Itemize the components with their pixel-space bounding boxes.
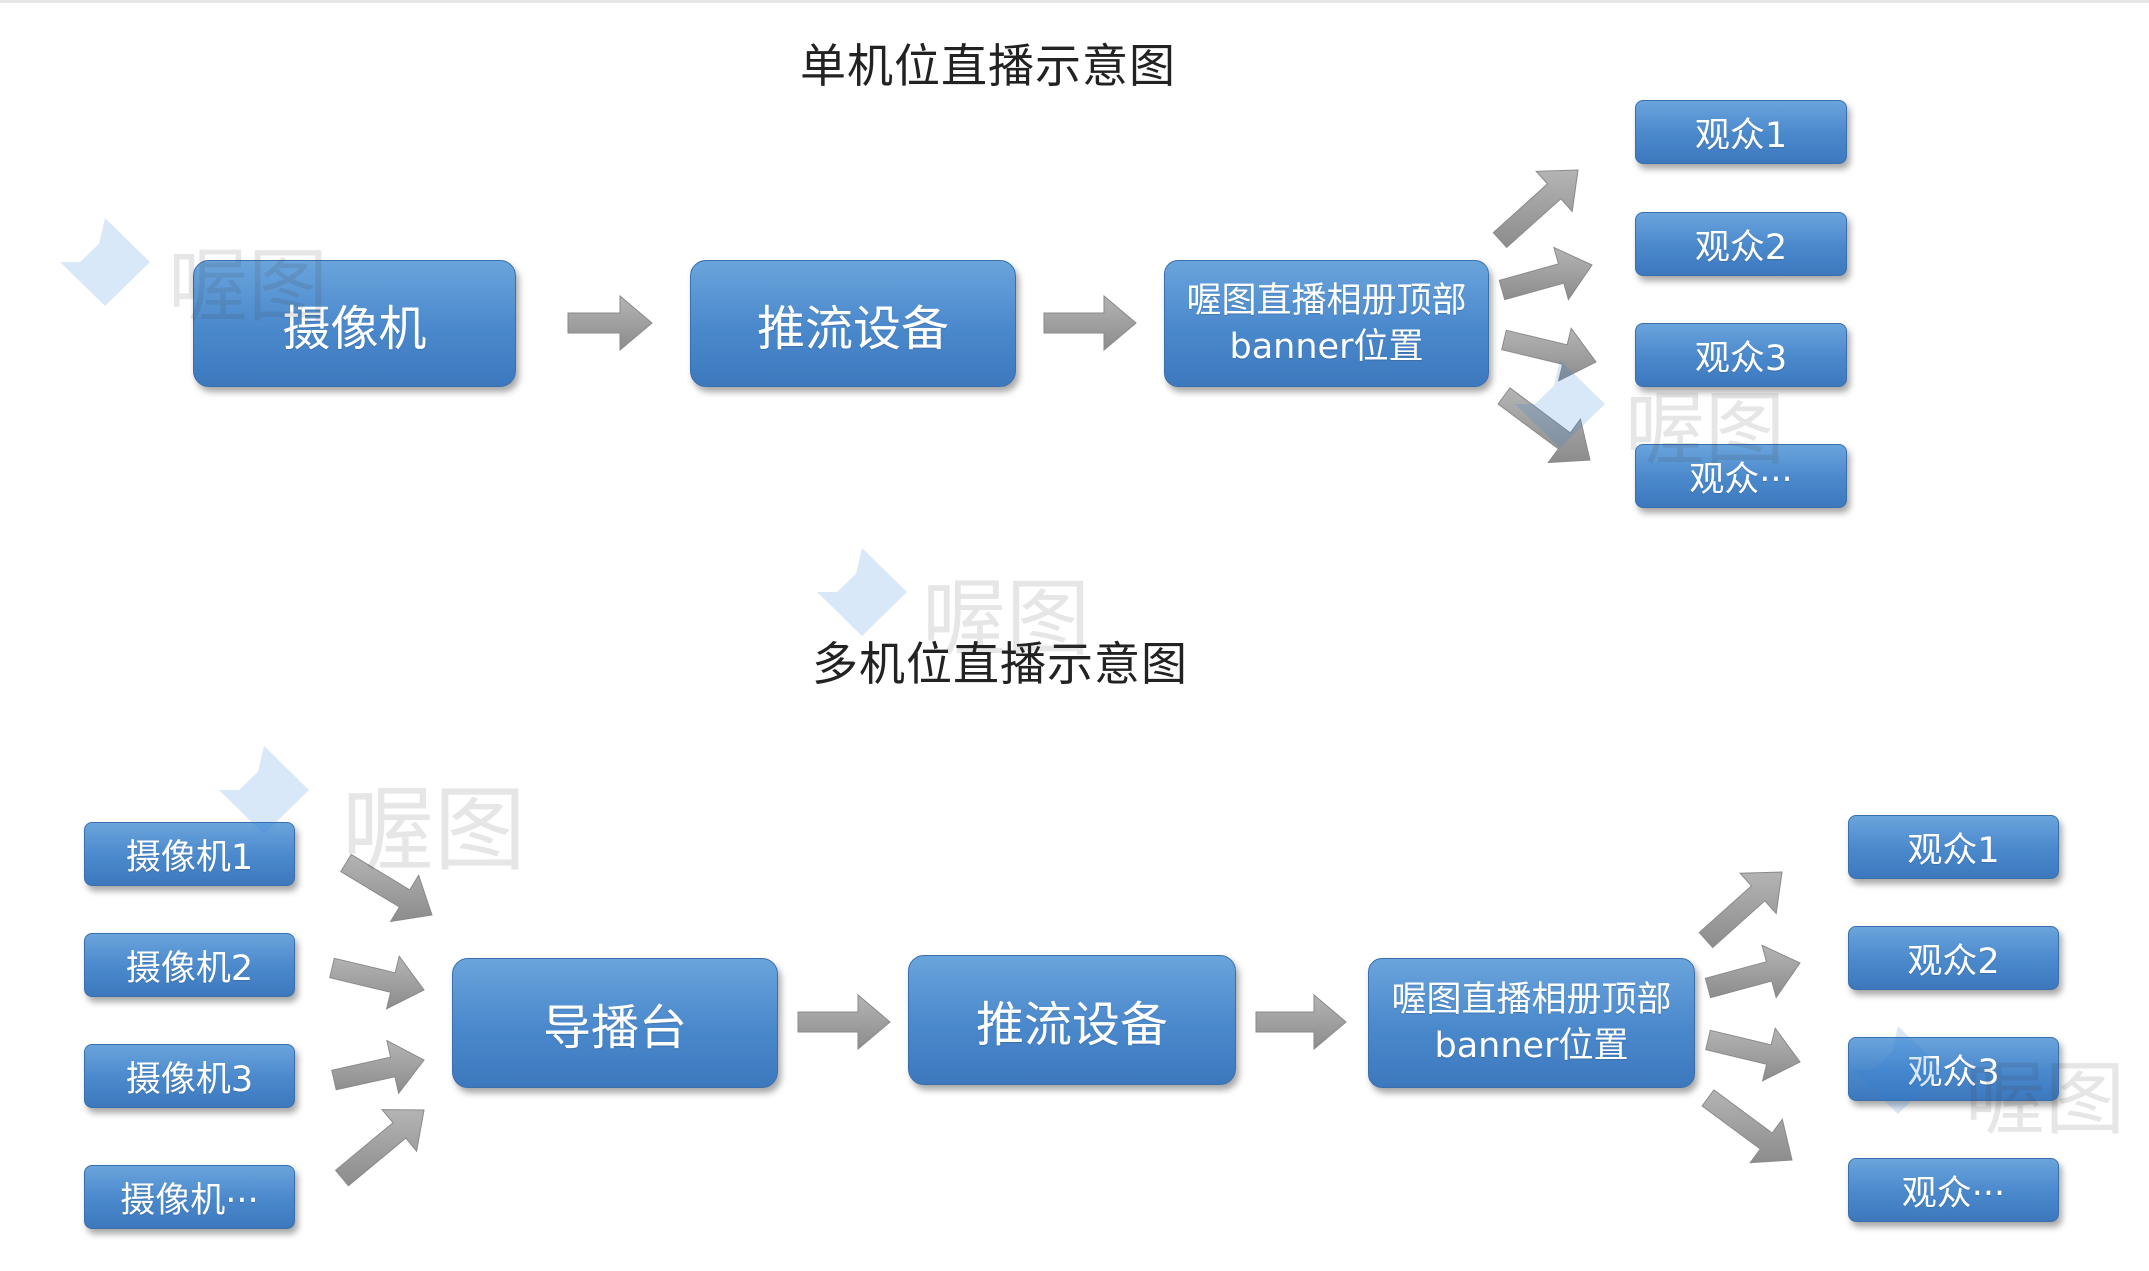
watermark-text-4: 喔图: [1625, 383, 1785, 476]
multi-camera-2: 摄像机2: [84, 933, 295, 997]
multi-push-node: 推流设备: [908, 955, 1236, 1085]
single-viewer-more: 观众···: [1635, 444, 1847, 508]
multi-camera-1: 摄像机1: [84, 822, 295, 886]
arrow-to-viewer-3: [1501, 327, 1597, 382]
arrow-camera-to-push: [567, 294, 653, 352]
multi-diagram-title: 多机位直播示意图: [812, 637, 1188, 691]
single-viewer-1: 观众1: [1635, 100, 1847, 164]
multi-viewer-2: 观众2: [1848, 926, 2059, 990]
arrow-to-multi-viewer-1: [1698, 871, 1783, 949]
multi-viewer-more: 观众···: [1848, 1158, 2059, 1222]
single-platform-node: 喔图直播相册顶部banner位置: [1164, 260, 1489, 387]
arrow-to-multi-viewer-3: [1705, 1027, 1801, 1082]
arrow-camera3-to-director: [331, 1039, 425, 1095]
top-divider: [0, 0, 2149, 3]
arrow-to-viewer-more: [1497, 387, 1591, 464]
arrow-to-viewer-2: [1498, 246, 1593, 301]
arrow-push-to-platform: [1043, 294, 1137, 352]
single-viewer-2: 观众2: [1635, 212, 1847, 276]
single-push-node: 推流设备: [690, 260, 1016, 387]
arrow-to-viewer-1: [1492, 169, 1579, 249]
single-viewer-3: 观众3: [1635, 323, 1847, 387]
watermark-text-3: 喔图: [342, 777, 527, 884]
arrow-push-to-platform-multi: [1255, 993, 1347, 1051]
single-diagram-title: 单机位直播示意图: [800, 39, 1176, 93]
multi-viewer-3: 观众3: [1848, 1037, 2059, 1101]
watermark-text-1: 喔图: [168, 240, 328, 333]
multi-platform-node: 喔图直播相册顶部banner位置: [1368, 958, 1695, 1088]
multi-director-node: 导播台: [452, 958, 778, 1088]
single-camera-node: 摄像机: [193, 260, 516, 387]
watermark-text-2: 喔图: [922, 570, 1091, 668]
arrow-director-to-push: [797, 993, 891, 1051]
watermark-text-5: 喔图: [1965, 1053, 2125, 1146]
arrow-to-multi-viewer-2: [1704, 944, 1801, 999]
multi-viewer-1: 观众1: [1848, 815, 2059, 879]
watermark-logo-icon: [60, 218, 1943, 1114]
multi-camera-more: 摄像机···: [84, 1165, 295, 1229]
arrow-camera1-to-director: [340, 853, 433, 923]
arrow-camera-more-to-director: [334, 1109, 425, 1187]
arrow-to-multi-viewer-more: [1701, 1089, 1793, 1164]
arrow-camera2-to-director: [329, 955, 425, 1010]
multi-camera-3: 摄像机3: [84, 1044, 295, 1108]
